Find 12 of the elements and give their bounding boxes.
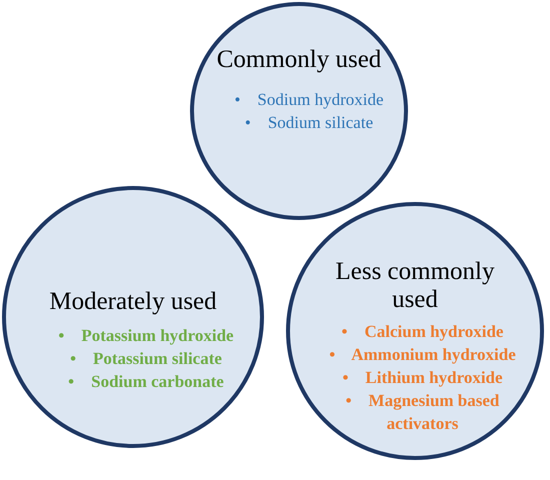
bullet-item: • Ammonium hydroxide bbox=[328, 344, 517, 366]
bullet-item: • Sodium hydroxide bbox=[233, 89, 385, 111]
category-heading: Commonly used bbox=[216, 46, 382, 74]
bullet-item: • Calcium hydroxide bbox=[340, 321, 504, 343]
bullet-item: • Sodium silicate bbox=[244, 112, 374, 134]
category-heading: Less commonly used bbox=[334, 258, 496, 313]
category-heading: Moderately used bbox=[48, 288, 218, 316]
bullet-item: • Sodium carbonate bbox=[67, 371, 225, 393]
bullet-item: • Potassium hydroxide bbox=[57, 325, 235, 347]
bullet-item: • Potassium silicate bbox=[69, 348, 223, 370]
bullet-item: • Magnesium based activators bbox=[344, 390, 500, 435]
bullet-item: • Lithium hydroxide bbox=[341, 367, 504, 389]
